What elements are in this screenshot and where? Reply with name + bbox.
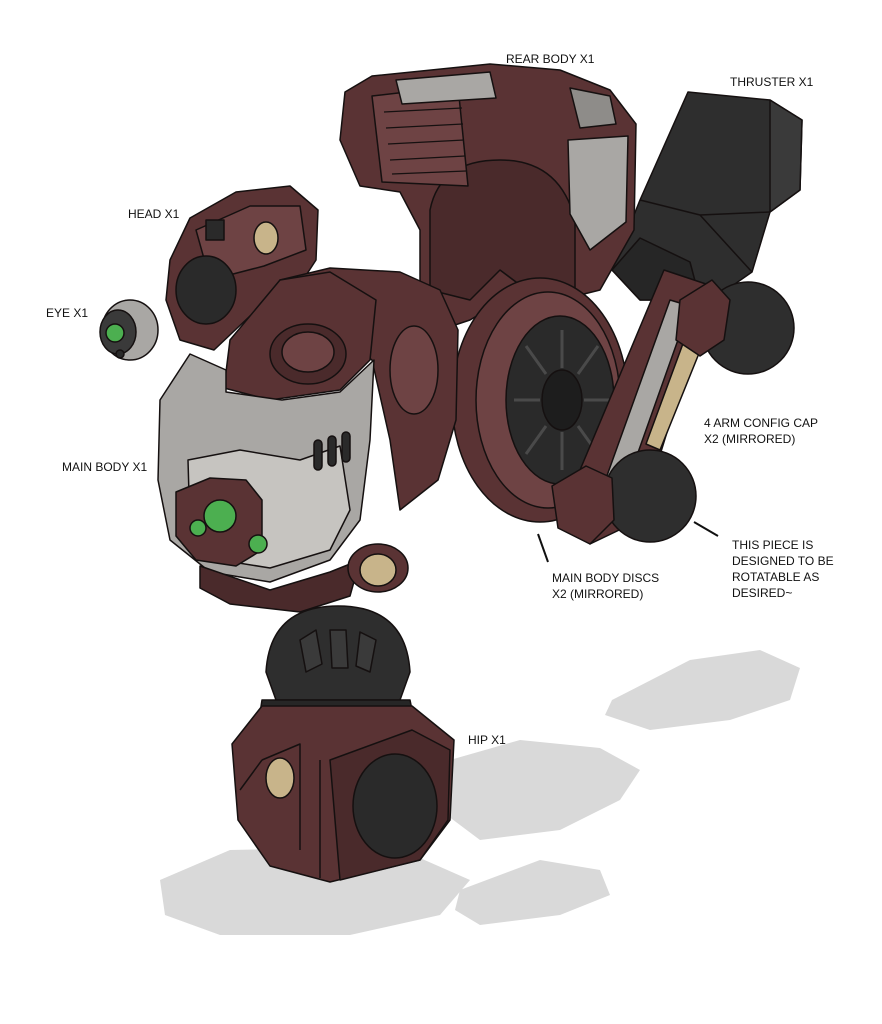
thruster-detail [639, 199, 771, 273]
main-body-eye-big [203, 499, 237, 533]
thruster-part [611, 91, 803, 301]
disc-spokes [514, 330, 610, 470]
label-arm-cap-line2: X2 (MIRRORED) [704, 432, 795, 446]
rear-body-part [339, 63, 637, 331]
hip-tan-knob [265, 757, 295, 799]
rear-body-stripe [569, 87, 617, 129]
shadow-small [455, 860, 610, 925]
label-discs-line1: MAIN BODY DISCS [552, 571, 659, 585]
label-rotatable-line2: DESIGNED TO BE [732, 554, 834, 568]
arm-config-cap-part [551, 269, 795, 545]
head-notch [205, 219, 225, 241]
eye-pin [115, 349, 125, 359]
label-arm-cap-line1: 4 ARM CONFIG CAP [704, 416, 818, 430]
eye-part [99, 299, 159, 361]
rear-vent-slats [383, 107, 467, 175]
main-body-cylinder-hole [389, 325, 439, 415]
shadow-upper [605, 650, 800, 730]
head-tan-knob [253, 221, 279, 255]
main-body-top-port-inner [281, 331, 335, 373]
label-rotatable-line1: THIS PIECE IS [732, 538, 813, 552]
label-discs-line2: X2 (MIRRORED) [552, 587, 643, 601]
label-rotatable-line3: ROTATABLE AS [732, 570, 819, 584]
ground-shadows [160, 650, 800, 935]
rear-body-plate-top [395, 71, 497, 105]
label-hip: HIP X1 [468, 733, 506, 747]
head-socket [175, 255, 237, 325]
leader-discs [537, 533, 549, 563]
part-labels: REAR BODY X1 THRUSTER X1 HEAD X1 EYE X1 … [46, 52, 834, 747]
main-body-slots [313, 431, 351, 471]
main-body-lower [199, 559, 361, 613]
main-body-eye-small-2 [248, 534, 268, 554]
thruster-face [769, 99, 803, 213]
main-body-part [157, 267, 459, 613]
arm-ball-bottom-cap [551, 465, 615, 545]
eye-lens [105, 323, 125, 343]
hip-part [231, 605, 455, 883]
rear-body-plate-side [567, 135, 629, 251]
main-body-tan-knob-inner [359, 553, 397, 587]
shadow-lower [160, 848, 470, 935]
hip-panel-lines [239, 743, 321, 878]
label-eye: EYE X1 [46, 306, 88, 320]
label-thruster: THRUSTER X1 [730, 75, 814, 89]
arm-ball-bottom [603, 449, 697, 543]
arm-ball-top-cap [675, 279, 731, 357]
main-body-eye-small-1 [189, 519, 207, 537]
shadow-middle [440, 740, 640, 840]
label-rotatable-line4: DESIRED~ [732, 586, 792, 600]
label-main-body: MAIN BODY X1 [62, 460, 147, 474]
label-rear-body: REAR BODY X1 [506, 52, 595, 66]
disc-hub [541, 369, 583, 431]
hip-dome-windows [299, 629, 377, 673]
leader-rotatable [693, 521, 719, 537]
hip-socket [352, 753, 438, 859]
label-head: HEAD X1 [128, 207, 180, 221]
leader-lines [537, 521, 719, 563]
